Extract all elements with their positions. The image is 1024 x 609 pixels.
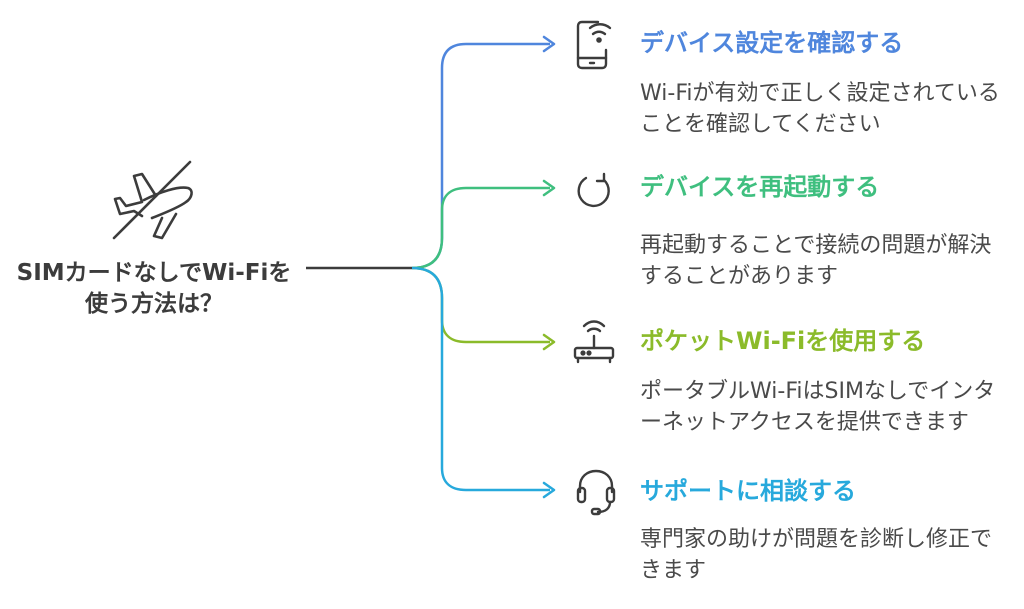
- branch-title-2: デバイスを再起動する: [640, 173, 880, 201]
- phone-wifi-icon: [574, 14, 614, 70]
- branch-arrow-2: [542, 179, 556, 197]
- router-icon: [570, 318, 615, 364]
- center-title: SIMカードなしでWi-Fiを使う方法は？: [16, 260, 292, 317]
- branch-desc-4: 専門家の助けが問題を診断し修正できます: [640, 527, 993, 583]
- branch-desc-3: ポータブルWi-FiはSIMなしでインターネットアクセスを提供できます: [640, 379, 996, 435]
- branch-title-3: ポケットWi-Fiを使用する: [640, 327, 926, 355]
- branch-arrow-3: [542, 333, 556, 351]
- branch-line-1: [411, 42, 550, 270]
- branch-title-1: デバイス設定を確認する: [640, 29, 904, 57]
- restart-icon: [574, 170, 614, 210]
- branch-title-4: サポートに相談する: [640, 477, 856, 505]
- airplane-off-icon: [104, 152, 200, 248]
- branch-desc-2: 再起動することで接続の問題が解決することがあります: [640, 233, 992, 289]
- branch-line-3: [411, 266, 550, 344]
- branch-line-4: [411, 266, 550, 492]
- branch-line-2: [411, 186, 550, 270]
- branch-desc-1: Wi-Fiが有効で正しく設定されていることを確認してください: [640, 81, 1000, 137]
- branch-arrow-1: [542, 35, 556, 53]
- headset-icon: [574, 468, 616, 516]
- branch-arrow-4: [542, 481, 556, 499]
